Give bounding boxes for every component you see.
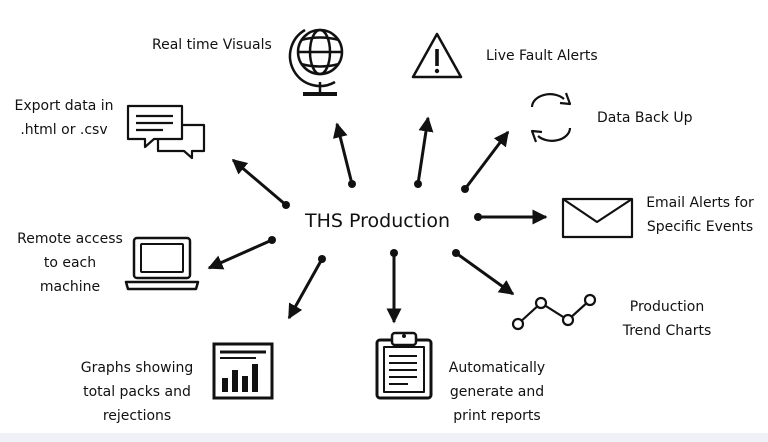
bottom-strip xyxy=(0,433,768,442)
connector-email-alerts xyxy=(474,209,548,225)
connector-export-data xyxy=(231,158,290,209)
real-time-visuals-label: Real time Visuals xyxy=(152,37,272,53)
sync-arrows-icon xyxy=(530,92,572,143)
graphs-label: Graphs showing total packs and rejection… xyxy=(72,356,202,428)
export-data-label: Export data in .html or .csv xyxy=(6,94,122,142)
export-data-line-2: .html or .csv xyxy=(20,122,108,138)
remote-access-line-2: to each xyxy=(43,255,97,271)
graphs-line-3: rejections xyxy=(102,408,172,424)
trend-charts-line-1: Production xyxy=(629,299,705,315)
connector-data-back-up xyxy=(461,130,510,193)
export-data-line-1: Export data in xyxy=(14,98,114,114)
trend-charts-label: Production Trend Charts xyxy=(612,295,722,343)
trend-charts-line-2: Trend Charts xyxy=(622,323,712,339)
clipboard-icon xyxy=(375,331,433,400)
reports-line-1: Automatically xyxy=(448,360,546,376)
chat-bubbles-icon xyxy=(126,104,206,160)
reports-label: Automatically generate and print reports xyxy=(440,356,554,428)
reports-line-2: generate and xyxy=(449,384,545,400)
connector-live-fault-alerts xyxy=(414,116,434,188)
email-alerts-label: Email Alerts for Specific Events xyxy=(638,191,762,239)
center-label: THS Production xyxy=(305,210,451,232)
email-alerts-line-2: Specific Events xyxy=(646,219,754,235)
line-chart-icon xyxy=(511,293,597,331)
remote-access-line-3: machine xyxy=(39,279,101,295)
connector-graphs xyxy=(287,255,326,320)
connector-reports xyxy=(386,249,402,324)
reports-line-3: print reports xyxy=(453,408,541,424)
warning-triangle-icon xyxy=(411,32,463,79)
remote-access-label: Remote access to each machine xyxy=(10,227,130,299)
remote-access-line-1: Remote access xyxy=(17,231,123,247)
globe-icon xyxy=(288,28,344,96)
data-back-up-label: Data Back Up xyxy=(597,110,693,126)
connector-trend-charts xyxy=(452,249,515,296)
bar-chart-icon xyxy=(212,342,274,400)
envelope-icon xyxy=(561,197,634,239)
graphs-line-1: Graphs showing xyxy=(80,360,194,376)
connector-remote-access xyxy=(207,236,276,270)
connector-real-time-visuals xyxy=(332,122,356,188)
graphs-line-2: total packs and xyxy=(83,384,191,400)
live-fault-alerts-label: Live Fault Alerts xyxy=(486,48,598,64)
email-alerts-line-1: Email Alerts for xyxy=(646,195,754,211)
laptop-icon xyxy=(124,236,200,291)
